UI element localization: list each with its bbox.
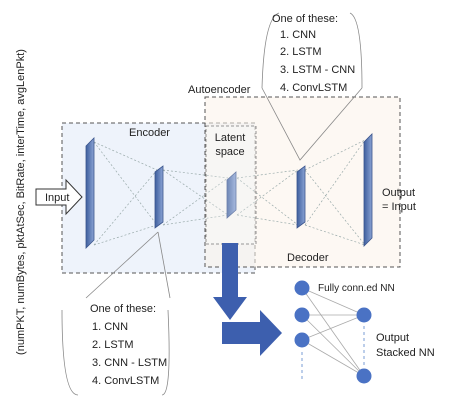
latent-label-line1: Latent bbox=[215, 132, 246, 144]
fc-node-2 bbox=[294, 307, 310, 323]
fully-connected-label: Fully conn.ed NN bbox=[318, 283, 395, 294]
encoder-hidden-slab bbox=[154, 165, 164, 229]
latent-space-box bbox=[205, 125, 257, 245]
output-layer-slab bbox=[363, 133, 373, 247]
output-node-1 bbox=[356, 307, 372, 323]
input-arrow bbox=[35, 178, 83, 216]
decoder-connections bbox=[236, 139, 366, 246]
stacked-output-label-line1: Output bbox=[376, 332, 409, 344]
fc-node-1 bbox=[294, 280, 310, 296]
encoder-connections bbox=[93, 141, 229, 246]
decoder-label: Decoder bbox=[287, 252, 329, 264]
input-label: Input bbox=[45, 192, 69, 204]
right-arrow bbox=[222, 310, 282, 356]
latent-layer-slab bbox=[226, 171, 237, 219]
bottom-option-3: 3. CNN - LSTM bbox=[92, 357, 167, 369]
encoder-label: Encoder bbox=[129, 127, 170, 139]
top-option-4: 4. ConvLSTM bbox=[280, 82, 347, 94]
bottom-options-bracket bbox=[61, 231, 171, 396]
top-option-1: 1. CNN bbox=[280, 29, 316, 41]
bottom-option-1: 1. CNN bbox=[92, 321, 128, 333]
stacked-output-label-line2: Stacked NN bbox=[376, 347, 435, 359]
latent-label-line2: space bbox=[215, 146, 244, 158]
output-label-line1: Output bbox=[382, 187, 415, 199]
output-node-2 bbox=[356, 368, 372, 384]
top-option-3: 3. LSTM - CNN bbox=[280, 64, 355, 76]
autoencoder-label: Autoencoder bbox=[188, 84, 251, 96]
bottom-option-4: 4. ConvLSTM bbox=[92, 375, 159, 387]
output-label-line2: = Input bbox=[382, 201, 416, 213]
feature-list-label: (numPKT, numBytes, pktAtSec, BitRate, in… bbox=[15, 49, 27, 355]
bottom-options-title: One of these: bbox=[90, 303, 156, 315]
top-options-title: One of these: bbox=[272, 13, 338, 25]
stacked-nn-connections bbox=[301, 287, 365, 377]
top-options-bracket bbox=[261, 12, 363, 161]
bottom-option-2: 2. LSTM bbox=[92, 339, 134, 351]
input-layer-slab bbox=[85, 137, 95, 249]
top-option-2: 2. LSTM bbox=[280, 46, 322, 58]
fc-node-3 bbox=[294, 332, 310, 348]
decoder-hidden-slab bbox=[296, 165, 306, 229]
down-arrow bbox=[213, 243, 247, 320]
